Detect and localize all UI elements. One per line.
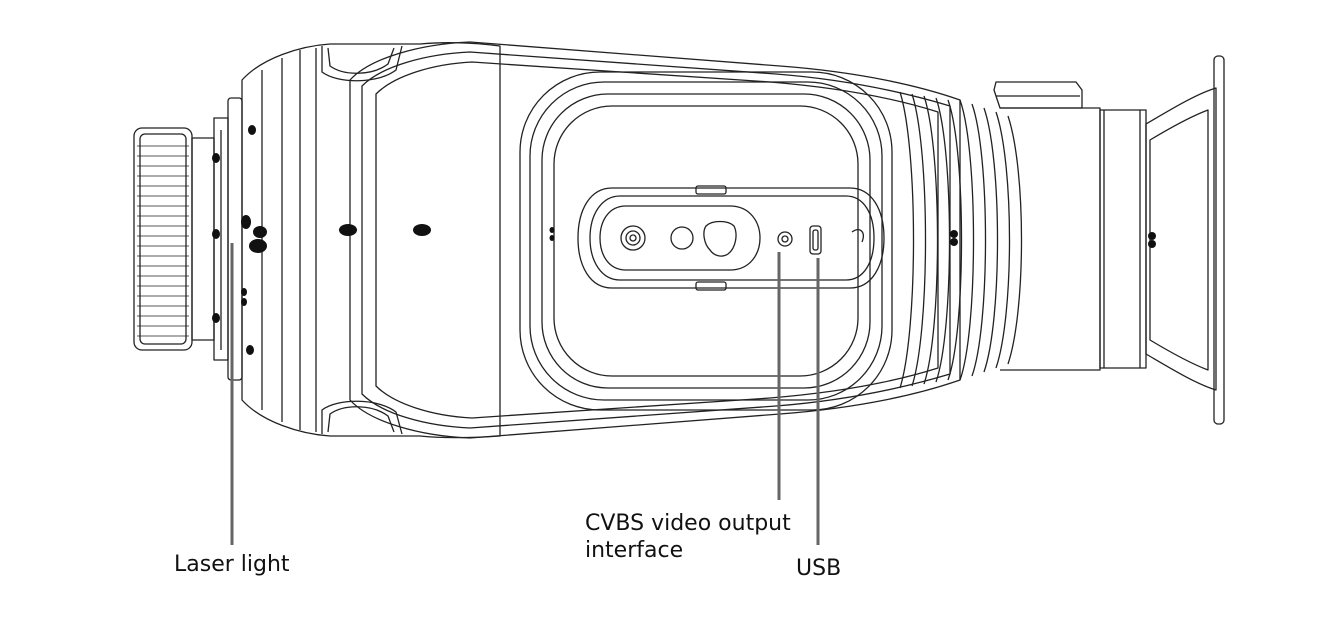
main-body [349,41,1023,439]
focus-ring [133,127,193,351]
grip-pad [519,71,893,411]
laser-light-label: Laser light [174,552,290,577]
port-panel [577,185,885,291]
front-housing [241,42,501,439]
cvbs-label-line1: CVBS video output [585,511,791,536]
front-collar [191,97,243,381]
eyepiece-housing [993,81,1147,371]
cvbs-label-line2: interface [585,538,684,563]
usb-label: USB [796,556,842,581]
screw-dots [212,125,1156,355]
eyecup [1145,55,1225,425]
